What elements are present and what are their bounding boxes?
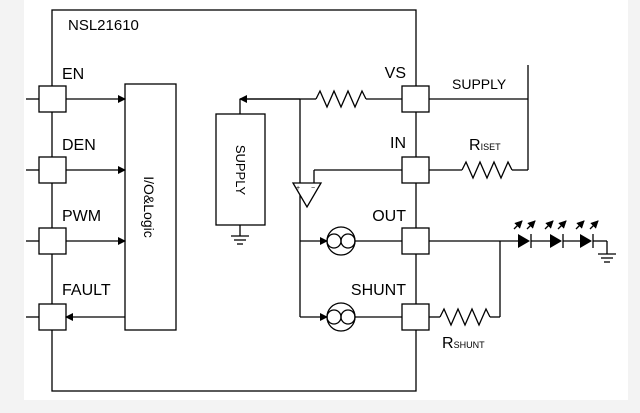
riset-label: RISET	[469, 137, 501, 154]
pin-shunt: SHUNT	[351, 282, 430, 331]
pin-pad-out	[401, 227, 430, 255]
svg-text:+: +	[296, 185, 300, 192]
pin-label-out: OUT	[372, 208, 406, 225]
chip-outline	[51, 9, 417, 392]
io-logic-label: I/O&Logic	[141, 176, 157, 237]
pin-fault: FAULT	[26, 282, 125, 331]
supply-label: SUPPLY	[452, 76, 507, 92]
pin-pad-en	[38, 85, 67, 113]
pin-pad-den	[38, 156, 67, 184]
led-string-icon	[513, 220, 607, 248]
pin-label-vs: VS	[385, 65, 406, 82]
pin-vs: VS	[385, 65, 430, 113]
pin-pad-fault	[38, 303, 67, 331]
pin-label-den: DEN	[62, 137, 96, 154]
pin-label-en: EN	[62, 66, 84, 83]
internal-resistor	[315, 89, 367, 109]
pin-en: EN	[26, 66, 126, 113]
ground-icon-supply	[231, 225, 249, 245]
io-logic-block	[124, 83, 177, 331]
pin-label-fault: FAULT	[62, 282, 111, 299]
pin-label-shunt: SHUNT	[351, 282, 406, 299]
pin-label-pwm: PWM	[62, 208, 101, 225]
pin-out: OUT	[372, 208, 430, 255]
pin-pad-pwm	[38, 227, 67, 255]
svg-text:−: −	[311, 185, 315, 192]
figure-background	[24, 0, 628, 400]
pin-pad-shunt	[401, 303, 430, 331]
pin-pwm: PWM	[26, 208, 126, 255]
current-source-out-icon	[326, 226, 402, 256]
supply-block-label: SUPPLY	[233, 145, 248, 196]
pin-label-in: IN	[390, 135, 406, 152]
pin-pad-vs	[401, 85, 430, 113]
chip-name: NSL21610	[68, 17, 139, 34]
rshunt-resistor	[439, 307, 491, 327]
current-source-shunt-icon	[326, 302, 402, 332]
pin-den: DEN	[26, 137, 126, 184]
ground-icon-led	[598, 241, 616, 263]
pin-pad-in	[401, 156, 430, 184]
riset-resistor	[461, 160, 513, 180]
rshunt-label: RSHUNT	[442, 335, 485, 352]
